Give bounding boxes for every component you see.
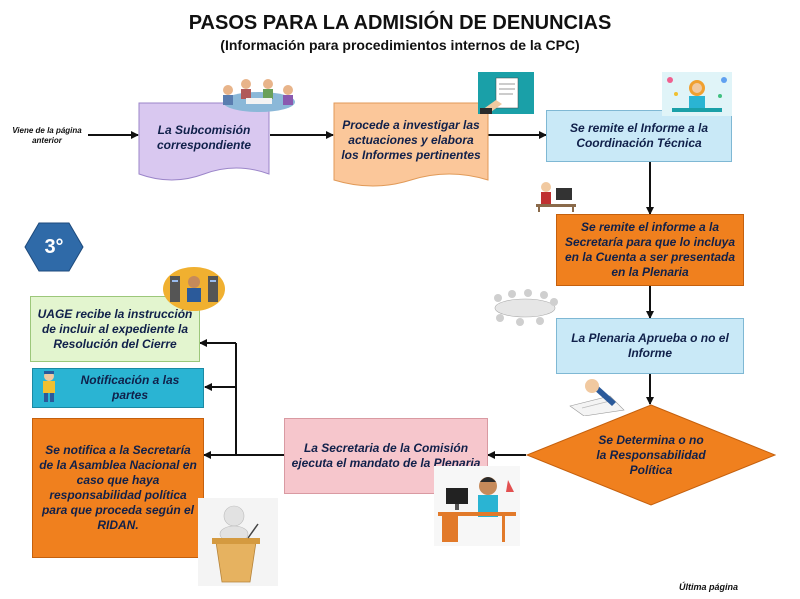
conference-table-icon: [494, 289, 558, 326]
signing-document-icon: [478, 72, 534, 114]
determina-shape: [526, 404, 776, 506]
footer-last-page: Última página: [678, 582, 738, 592]
node-determina: Se Determina o no la Responsabilidad Pol…: [596, 432, 706, 477]
step-badge-shape: [24, 222, 84, 272]
node-secretaria-cuenta: Se remite el informe a la Secretaría par…: [556, 214, 744, 286]
node-subcomision: La Subcomisión correspondiente: [156, 123, 252, 152]
courier-icon: [43, 371, 55, 402]
meeting-clipart-icon: [223, 79, 295, 112]
node-investigar: Procede a investigar las actuaciones y e…: [341, 117, 481, 162]
subcomision-shape: [138, 102, 270, 181]
woman-at-desk-icon: [662, 72, 732, 116]
node-uage: UAGE recibe la instrucción de incluir al…: [30, 296, 200, 362]
person-at-desk-icon: [434, 466, 520, 546]
node-notificacion: Notificación a las partes: [32, 368, 204, 408]
speaker-podium-icon: [198, 498, 278, 586]
node-asamblea: Se notifica a la Secretaría de la Asambl…: [32, 418, 204, 558]
step-badge: 3°: [44, 235, 64, 258]
writing-hand-icon: [569, 379, 625, 416]
node-plenaria: La Plenaria Aprueba o no el Informe: [556, 318, 744, 374]
investigar-shape: [333, 102, 489, 187]
node-coordinacion: Se remite el Informe a la Coordinación T…: [546, 110, 732, 162]
server-technician-icon: [163, 267, 225, 311]
person-at-computer-icon: [536, 182, 576, 212]
page-subtitle: (Información para procedimientos interno…: [220, 37, 580, 53]
incoming-label: Viene de la página anterior: [12, 126, 82, 145]
page-title: PASOS PARA LA ADMISIÓN DE DENUNCIAS: [188, 12, 612, 34]
